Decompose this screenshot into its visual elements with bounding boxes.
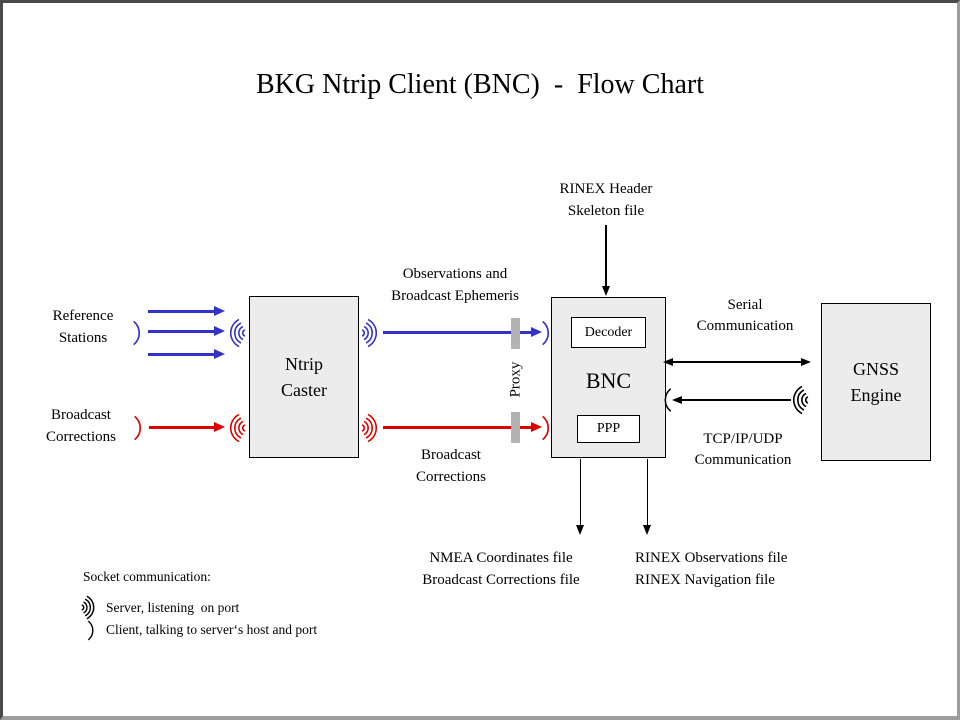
client-socket-icon (541, 415, 551, 441)
server-socket-icon (228, 413, 246, 443)
rinex-output-arrow-head (643, 525, 651, 535)
corrections-stream-arrow-head (531, 422, 542, 432)
tcp-arrow-shaft (681, 399, 791, 401)
proxy-bar-top (511, 318, 520, 349)
decoder-box: Decoder (571, 317, 646, 348)
corrections-arrow-head (214, 422, 225, 432)
server-socket-icon (361, 318, 379, 348)
rinex-output-label: RINEX Observations file RINEX Navigation… (635, 550, 788, 588)
legend-title: Socket communication: (83, 569, 211, 584)
gnss-engine-node: GNSS Engine (821, 303, 931, 461)
obs-stream-arrow-head (531, 327, 542, 337)
reference-arrow-head (214, 306, 225, 316)
ppp-box: PPP (577, 415, 640, 443)
serial-communication-label: Serial Communication (696, 297, 794, 334)
reference-arrow-head (214, 349, 225, 359)
server-socket-icon (791, 385, 809, 415)
tcp-arrow-head (672, 395, 682, 404)
nmea-output-arrow-shaft (579, 459, 582, 526)
legend-client-text: Client, talking to server‘s host and por… (106, 622, 318, 637)
nmea-output-arrow-head (576, 525, 584, 535)
rinex-output-arrow-shaft (646, 459, 649, 526)
proxy-bar-bottom (511, 412, 520, 443)
proxy-label: Proxy (507, 361, 524, 398)
reference-arrow-shaft (148, 330, 214, 333)
skeleton-arrow-head (601, 286, 610, 296)
serial-arrow-head-right (801, 357, 811, 366)
reference-stations-label: Reference Stations (52, 308, 114, 346)
reference-arrow-shaft (148, 310, 214, 313)
corrections-arrow-shaft (149, 426, 214, 429)
serial-arrow-shaft (672, 361, 802, 363)
rinex-header-skeleton-label: RINEX Header Skeleton file (559, 181, 653, 219)
nmea-output-label: NMEA Coordinates file Broadcast Correcti… (422, 550, 580, 588)
corrections-stream-arrow-shaft (383, 426, 531, 429)
ntrip-caster-node: Ntrip Caster (249, 296, 359, 458)
obs-stream-arrow-shaft (383, 331, 531, 334)
client-socket-icon (133, 415, 143, 441)
client-socket-legend-icon (87, 620, 95, 641)
server-socket-icon (361, 413, 379, 443)
serial-arrow-head-left (663, 357, 673, 366)
reference-arrow-head (214, 326, 225, 336)
broadcast-corrections-source-label: Broadcast Corrections (46, 407, 116, 445)
server-socket-icon (228, 318, 246, 348)
reference-arrow-shaft (148, 353, 214, 356)
client-socket-icon (132, 320, 142, 346)
broadcast-corrections-flow-label: Broadcast Corrections (416, 447, 486, 485)
client-socket-icon (663, 386, 672, 414)
skeleton-arrow-shaft (605, 225, 607, 287)
page-title: BKG Ntrip Client (BNC) - Flow Chart (256, 69, 704, 100)
bnc-label: BNC (585, 368, 632, 393)
legend-server-text: Server, listening on port (106, 600, 240, 615)
server-socket-legend-icon (80, 595, 97, 620)
client-socket-icon (541, 320, 551, 346)
observations-ephemeris-label: Observations and Broadcast Ephemeris (391, 266, 519, 304)
tcp-communication-label: TCP/IP/UDP Communication (694, 431, 792, 468)
